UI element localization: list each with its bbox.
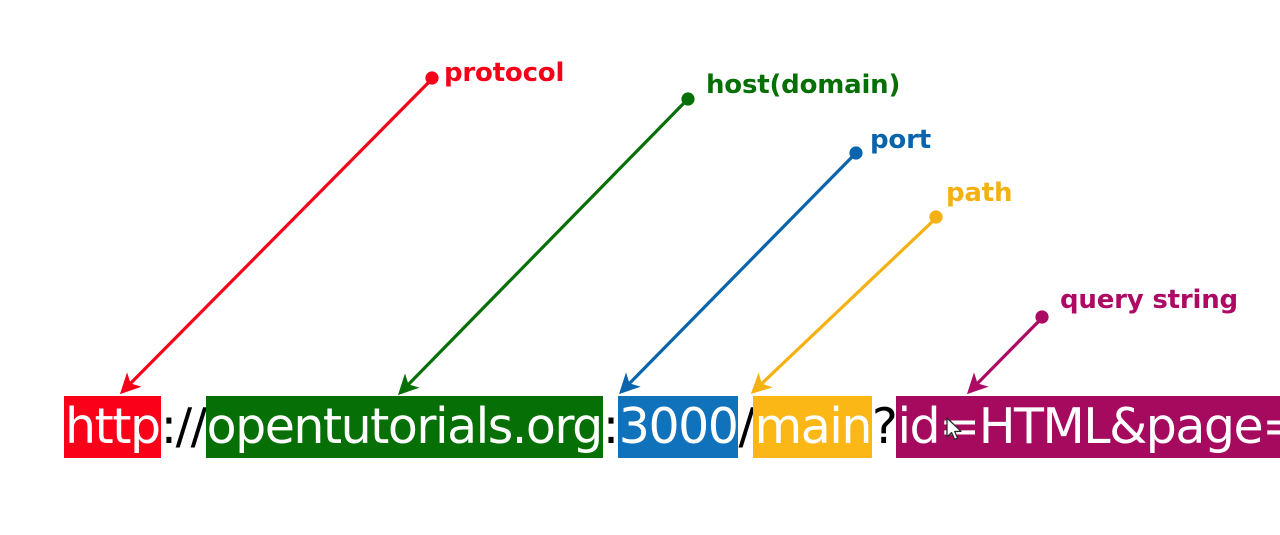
annotation-label-path: path [946, 178, 1013, 208]
url-separator-question: ? [871, 398, 898, 455]
arrow-line-host [397, 101, 686, 396]
url-segment-path: main [753, 396, 872, 458]
arrow-dot-query [1035, 310, 1049, 324]
arrow-line-path [750, 219, 935, 394]
annotation-label-host: host(domain) [706, 70, 901, 100]
arrow-dot-host [681, 92, 695, 106]
arrow-dot-path [929, 210, 943, 224]
annotation-label-protocol: protocol [444, 58, 565, 88]
annotation-arrow-path [750, 210, 943, 394]
annotation-label-port: port [870, 125, 931, 155]
url-segment-protocol: http [64, 396, 161, 458]
url-segment-host: opentutorials.org [205, 396, 603, 458]
arrow-line-query [966, 319, 1041, 395]
arrow-line-protocol [119, 80, 431, 395]
url-string: http :// opentutorials.org : 3000 / main… [64, 396, 1280, 458]
arrow-dot-port [849, 146, 863, 160]
annotation-arrow-port [618, 146, 863, 395]
url-separator-colon: : [602, 398, 620, 455]
url-separator-slash: / [738, 398, 755, 455]
annotation-label-query: query string [1060, 285, 1238, 315]
url-separator-scheme: :// [160, 398, 208, 455]
arrow-dot-protocol [425, 71, 439, 85]
annotation-arrow-query [966, 310, 1049, 395]
annotation-arrow-host [397, 92, 695, 396]
url-segment-port: 3000 [617, 396, 739, 458]
annotation-arrow-protocol [119, 71, 439, 395]
url-segment-query-string: id=HTML&page=12 [896, 396, 1280, 458]
arrow-line-port [618, 155, 854, 395]
